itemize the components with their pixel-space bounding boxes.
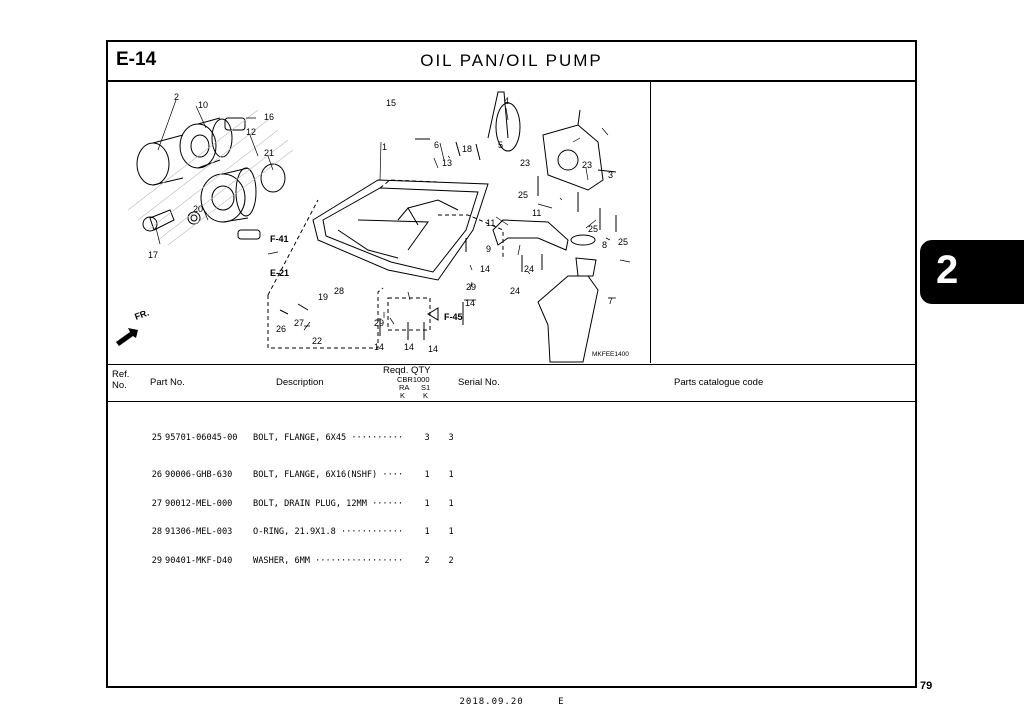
footer-edition: E <box>558 697 565 707</box>
ref-f45: F-45 <box>444 312 463 322</box>
col-sub-k1: K <box>400 391 406 400</box>
callout-23b: 23 <box>582 160 592 170</box>
callout-14c: 14 <box>374 342 384 352</box>
section-code: E-14 <box>116 49 157 70</box>
callout-28: 28 <box>334 286 344 296</box>
callout-1: 1 <box>382 142 387 152</box>
callout-8: 8 <box>602 240 607 250</box>
ref-e21: E-21 <box>270 268 289 278</box>
bolt-illustrations <box>279 138 617 340</box>
callout-29b: 29 <box>374 318 384 328</box>
callout-19: 19 <box>318 292 328 302</box>
callout-24b: 24 <box>510 286 520 296</box>
callout-2: 2 <box>174 92 179 102</box>
column-header: Ref.No. Part No. Description Reqd. QTY C… <box>108 364 915 402</box>
callout-16: 16 <box>264 112 274 122</box>
callout-18: 18 <box>462 144 472 154</box>
callout-10: 10 <box>198 100 208 110</box>
diagram-drawing: 2 10 16 12 21 20 17 1 15 6 13 18 4 5 23 … <box>116 91 631 363</box>
col-model: CBR1000 <box>397 375 430 384</box>
frame-hatching <box>127 109 294 246</box>
callout-14d: 14 <box>404 342 414 352</box>
col-sub-k2: K <box>423 391 429 400</box>
callout-20: 20 <box>193 204 203 214</box>
oil-pan-illustration <box>312 179 489 281</box>
callout-15: 15 <box>386 98 396 108</box>
callout-25b: 25 <box>588 224 598 234</box>
callout-22: 22 <box>312 336 322 346</box>
col-sub-ra: RA <box>399 383 410 392</box>
diagram-id: MKFEE1400 <box>592 351 629 358</box>
callout-4: 4 <box>504 96 509 106</box>
ref-arrow-icon <box>427 307 439 321</box>
page-title: OIL PAN/OIL PUMP <box>420 51 603 70</box>
section-tab: 2 <box>920 240 1024 304</box>
callout-26: 26 <box>276 324 286 334</box>
col-reqd-qty: Reqd. QTY <box>383 365 431 376</box>
leader-lines <box>155 99 631 331</box>
callout-13: 13 <box>442 158 452 168</box>
col-part-no: Part No. <box>150 377 185 388</box>
filter-cover-illustration <box>142 163 286 240</box>
page-number: 79 <box>920 680 933 692</box>
callout-5: 5 <box>498 140 503 150</box>
callout-23: 23 <box>520 158 530 168</box>
ref-f41: F-41 <box>270 234 289 244</box>
col-ref: Ref.No. <box>112 369 130 391</box>
col-sub-s1: S1 <box>421 383 431 392</box>
callout-25c: 25 <box>618 237 628 247</box>
callout-21: 21 <box>264 148 274 158</box>
callout-14e: 14 <box>428 344 438 354</box>
footer-date: 2018.09.20 <box>459 697 524 707</box>
callout-12: 12 <box>246 127 256 137</box>
page-frame: E-14 OIL PAN/OIL PUMP <box>106 40 917 688</box>
callout-11: 11 <box>532 208 541 218</box>
reference-labels: F-41 E-21 F-45 FR. MKFEE1400 <box>133 234 629 358</box>
callout-14b: 14 <box>465 298 475 308</box>
callout-14: 14 <box>480 264 490 274</box>
col-description: Description <box>276 377 324 388</box>
col-serial: Serial No. <box>458 377 500 388</box>
page-header: E-14 OIL PAN/OIL PUMP <box>108 42 915 82</box>
callout-27: 27 <box>294 318 304 328</box>
callout-6: 6 <box>434 140 439 150</box>
oil-pump-illustration <box>487 91 617 363</box>
callout-7: 7 <box>608 296 613 306</box>
assembly-bounds <box>267 179 504 349</box>
col-catalogue: Parts catalogue code <box>674 377 764 388</box>
callout-11b: 11 <box>486 218 495 228</box>
callout-25: 25 <box>518 190 528 200</box>
callout-24: 24 <box>524 264 534 274</box>
footer: 2018.09.20 E <box>0 697 1024 707</box>
front-label: FR. <box>133 308 150 322</box>
callout-29: 29 <box>466 282 476 292</box>
callout-17: 17 <box>148 250 158 260</box>
callout-9: 9 <box>486 244 491 254</box>
front-arrow-icon <box>116 328 138 346</box>
oil-filter-illustration <box>136 117 246 186</box>
exploded-diagram: 2 10 16 12 21 20 17 1 15 6 13 18 4 5 23 … <box>108 80 651 363</box>
callout-labels: 2 10 16 12 21 20 17 1 15 6 13 18 4 5 23 … <box>148 92 628 354</box>
callout-3: 3 <box>608 170 613 180</box>
